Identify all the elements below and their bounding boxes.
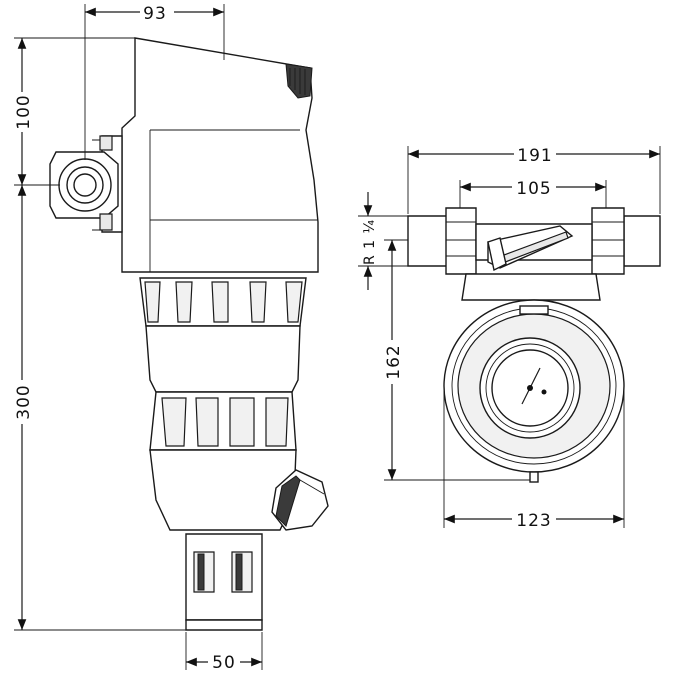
inlet-connection xyxy=(49,135,123,233)
dim-side-inner-width: 105 xyxy=(516,179,551,199)
dim-front-bottom-width: 50 xyxy=(212,653,236,673)
dim-side-thread: R 1 ¼ xyxy=(362,219,378,265)
top-housing xyxy=(121,37,319,273)
dim-front-height-total: 300 xyxy=(14,384,34,419)
dim-side-height: 162 xyxy=(384,344,404,379)
round-housing xyxy=(443,299,625,483)
drain-spout xyxy=(185,533,263,631)
filter-bowl xyxy=(145,325,301,393)
ribbed-ring xyxy=(139,277,307,327)
flush-knob xyxy=(271,469,329,531)
side-view: 191 105 R 1 ¼ 162 123 xyxy=(358,144,661,531)
dim-front-top-width: 93 xyxy=(143,4,167,24)
front-view: 93 100 300 50 xyxy=(12,2,329,673)
dim-side-overall-width: 191 xyxy=(517,146,552,166)
pipe-connection xyxy=(407,207,661,275)
vent-knob xyxy=(285,63,313,99)
dim-front-height-upper: 100 xyxy=(14,94,34,129)
dim-side-body-width: 123 xyxy=(516,511,551,531)
